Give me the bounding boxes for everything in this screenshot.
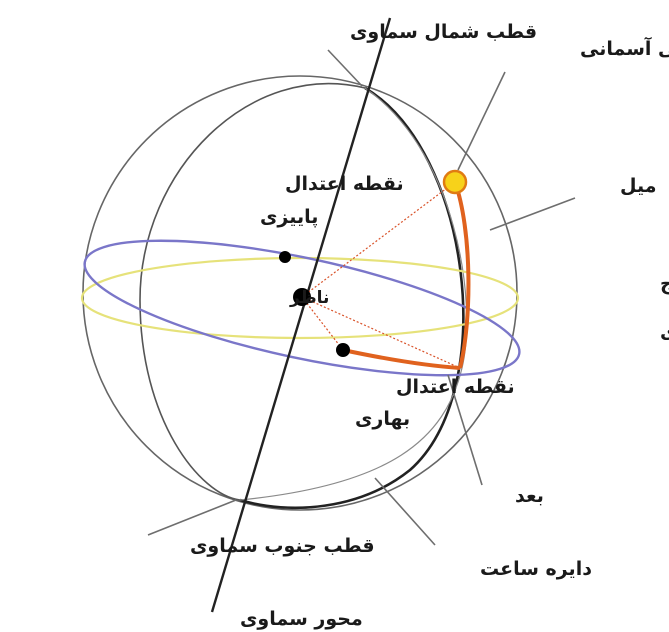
vernal-equinox-label-line1: نقطه اعتدال	[396, 376, 515, 398]
celestial-object-label: شی آسمانی	[580, 36, 669, 60]
vernal-equinox-dot	[336, 343, 350, 357]
vernal-equinox-label-line2: بهاری	[355, 408, 410, 430]
observer-label: ناظر	[289, 288, 329, 308]
autumnal-equinox-label-line1: نقطه اعتدال	[285, 173, 404, 195]
observer-to-object-dotted	[302, 182, 455, 297]
meridian-circle-back	[140, 84, 365, 500]
south-pole-label: قطب جنوب سماوی	[190, 535, 375, 557]
celestial-axis-label: محور سماوی	[240, 608, 363, 630]
meridian-circle-front	[240, 88, 463, 508]
hour-circle-pointer	[375, 478, 435, 545]
object-pointer	[458, 72, 505, 170]
autumnal-equinox-dot	[279, 251, 291, 263]
right-ascension-arc	[343, 350, 460, 368]
north-pole-label: قطب شمال سماوی	[350, 21, 537, 43]
autumnal-equinox-label-line2: پاییزی	[260, 206, 318, 228]
declination-label: میل	[620, 175, 656, 197]
celestial-equator-label: استوای سماوی	[660, 321, 669, 343]
celestial-axis-line	[212, 18, 390, 612]
south-pole-pointer	[148, 500, 236, 535]
right-ascension-label: بعد	[515, 485, 544, 507]
hour-circle-label: دایره ساعت	[480, 558, 592, 580]
celestial-object-dot	[444, 171, 466, 193]
ecliptic-label: دایره‌البروج	[660, 273, 669, 295]
